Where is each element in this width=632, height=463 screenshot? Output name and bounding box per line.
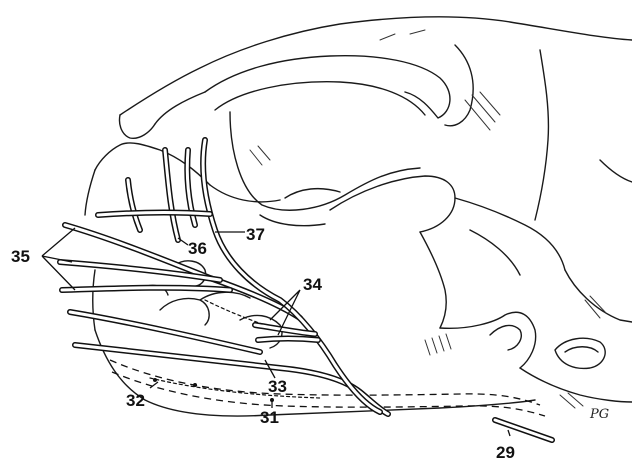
label-32: 32 xyxy=(126,391,145,410)
foramina-dots xyxy=(153,378,274,402)
label-leaders xyxy=(42,228,510,436)
label-37: 37 xyxy=(246,225,265,244)
label-36: 36 xyxy=(188,239,207,258)
label-33: 33 xyxy=(268,377,287,396)
mandibular-canal xyxy=(110,360,540,405)
label-29: 29 xyxy=(496,443,515,462)
label-34: 34 xyxy=(303,275,322,294)
artist-signature: PG xyxy=(589,407,609,422)
bone-texture-lines xyxy=(250,30,606,408)
label-31: 31 xyxy=(260,408,279,427)
label-35: 35 xyxy=(11,247,30,266)
